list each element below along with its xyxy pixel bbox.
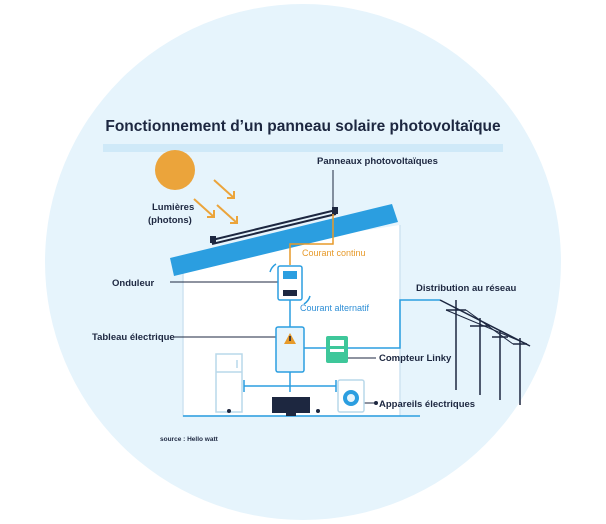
roof (170, 204, 398, 276)
power-poles-icon (439, 299, 531, 405)
label-courant-alternatif: Courant alternatif (300, 303, 370, 313)
label-lumieres-1: Lumières (152, 202, 194, 213)
label-compteur: Compteur Linky (379, 353, 452, 364)
inverter-icon (269, 263, 311, 305)
dc-wire (289, 214, 334, 265)
label-panneaux: Panneaux photovoltaïques (317, 156, 438, 167)
solar-panel (210, 207, 338, 245)
outlet-dots (227, 401, 378, 413)
page-title: Fonctionnement d’un panneau solaire phot… (105, 118, 501, 135)
meter-to-grid-wire (348, 299, 440, 349)
label-lumieres-2: (photons) (148, 215, 192, 226)
label-onduleur: Onduleur (112, 278, 155, 289)
label-tableau: Tableau électrique (92, 332, 175, 343)
sun-icon (155, 150, 195, 190)
electrical-panel-icon (275, 326, 305, 373)
tv-icon (272, 397, 310, 416)
linky-meter-icon (326, 336, 348, 363)
fridge-icon (215, 353, 243, 413)
source-note: source : Hello watt (160, 436, 219, 443)
light-rays-icon (193, 179, 238, 224)
header-strip (103, 144, 503, 152)
label-courant-continu: Courant continu (302, 248, 366, 258)
label-distribution: Distribution au réseau (416, 283, 516, 294)
label-appareils: Appareils électriques (379, 399, 475, 410)
washing-machine-icon (337, 379, 365, 413)
